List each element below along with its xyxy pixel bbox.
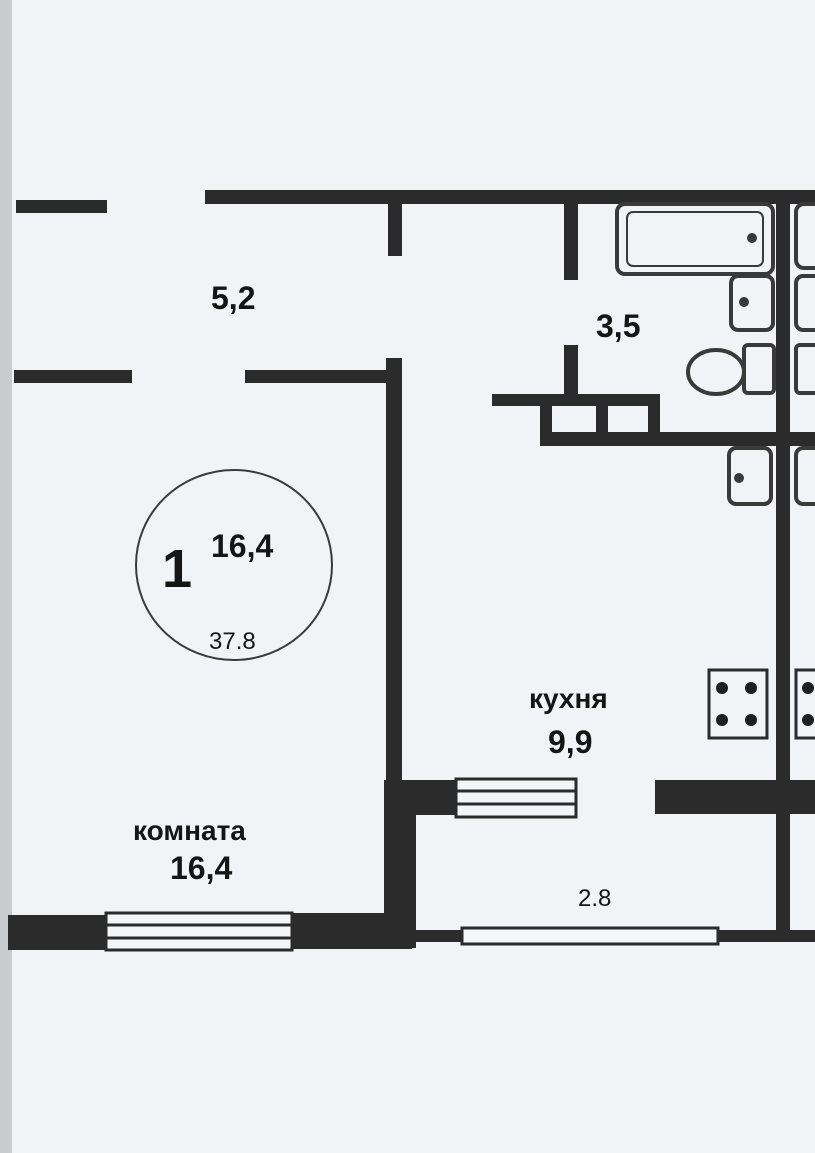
wall-closet-bottom xyxy=(540,432,815,446)
sink-bath xyxy=(729,274,775,332)
wall-top-main xyxy=(205,190,815,204)
sink-kitchen xyxy=(727,446,773,506)
sink-bath-right xyxy=(794,274,815,332)
windows xyxy=(104,777,720,952)
room-area: 16,4 xyxy=(170,850,233,886)
stove-right xyxy=(794,668,815,740)
apartment-rooms-count: 1 xyxy=(162,539,193,599)
wall-balcony-pillar-vert xyxy=(384,780,416,948)
toilet xyxy=(686,343,776,396)
apartment-total-area: 37.8 xyxy=(209,628,256,655)
page-edge-shadow xyxy=(0,0,12,1153)
apartment-living-area: 16,4 xyxy=(211,528,274,564)
wall-bath-horizontal xyxy=(492,394,658,406)
wall-balcony-rail-left xyxy=(410,930,462,942)
window-kitchen xyxy=(454,777,578,819)
wall-room-top-left xyxy=(14,370,132,383)
toilet-right xyxy=(794,343,815,395)
apartment-badge-circle xyxy=(135,469,333,661)
tub-right-edge xyxy=(794,202,815,270)
wall-room-top-right xyxy=(245,370,390,383)
wall-top-left xyxy=(16,200,107,213)
bathroom-area: 3,5 xyxy=(596,308,641,344)
window-balcony xyxy=(460,926,720,946)
bathtub xyxy=(615,202,775,276)
stove xyxy=(707,668,769,740)
wall-stub-corridor xyxy=(388,204,402,256)
room-name: комната xyxy=(133,815,246,846)
wall-kitchen-bottom-right xyxy=(655,780,815,814)
window-room xyxy=(104,911,294,952)
wall-stub-bath-mid xyxy=(564,345,578,400)
kitchen-name: кухня xyxy=(529,683,608,714)
wall-balcony-rail-right xyxy=(718,930,815,942)
wall-bottom-left xyxy=(8,915,106,950)
sink-kitchen-right xyxy=(794,446,815,506)
wall-riser xyxy=(776,200,790,935)
corridor-area: 5,2 xyxy=(211,280,256,316)
wall-stub-bath-top xyxy=(564,204,578,280)
kitchen-area: 9,9 xyxy=(548,724,593,760)
balcony-area: 2.8 xyxy=(578,885,612,912)
walls xyxy=(8,190,815,950)
